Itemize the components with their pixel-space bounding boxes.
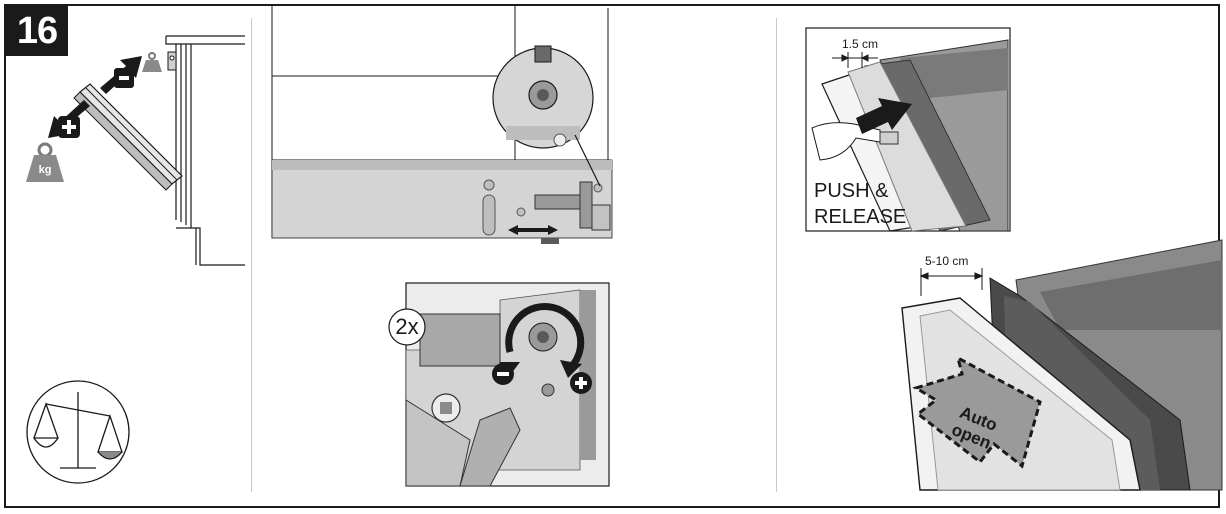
gap-label-5-10-cm: 5-10 cm [925,254,969,268]
adjust-foot [541,238,559,244]
magnifier-detail [492,45,601,187]
repeat-count-badge [388,308,426,346]
auto-open-arrow-icon [912,355,1042,469]
adjust-slot [482,179,603,236]
hinge-spring [167,51,177,71]
plus-symbol-badge [58,116,80,138]
balance-scale-icon [26,380,130,484]
weight-unit-label: kg [38,164,52,176]
minus-symbol-badge [114,68,134,88]
plus-symbol-badge [570,372,592,394]
gap-label-1-5-cm: 1.5 cm [842,37,879,51]
push-release-line1: PUSH & [814,180,889,202]
minus-symbol-badge [492,363,514,385]
repeat-count-label: 2x [395,314,419,339]
panel-divider-left [251,18,252,492]
hinge-bracket [534,181,611,231]
push-release-line2: RELEASE [814,206,907,228]
arrow-icon-push [856,98,912,134]
double-arrow-icon [508,225,558,235]
weight-kg-icon-large [26,142,64,182]
weight-kg-icon-small [142,52,162,72]
dishwasher-side-outline [165,35,245,266]
rotate-arrow-icon [505,303,585,369]
dishwasher-open-view [901,239,1223,491]
gap-dimension-15 [832,52,878,68]
open-door-panel [73,83,183,191]
panel-divider-right [776,18,777,492]
push-release-label: PUSH & RELEASE [814,178,934,230]
rotate-arrowhead-plus [560,360,582,378]
step-number-badge: 16 [6,6,68,56]
gap-dimension-510 [919,268,984,296]
